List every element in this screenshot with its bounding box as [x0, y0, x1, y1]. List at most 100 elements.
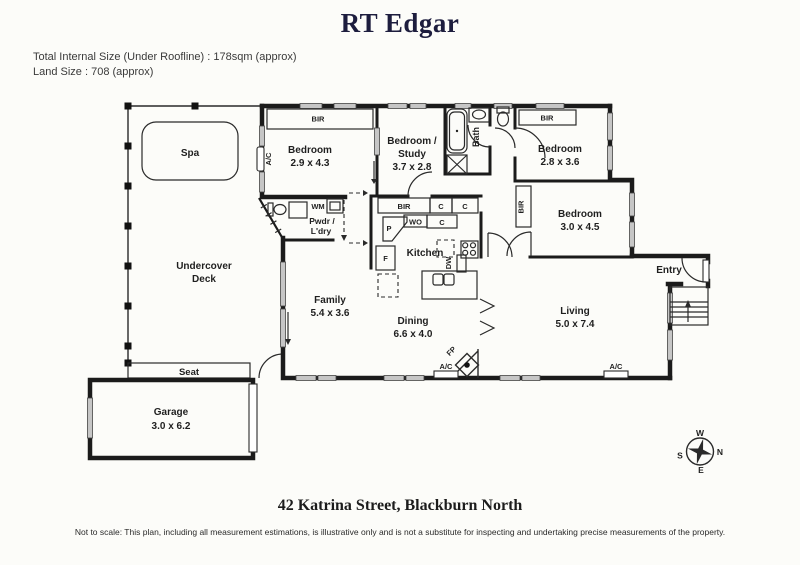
garage-window: [87, 397, 93, 439]
room-label-spa: Spa: [181, 148, 200, 159]
washing-machine-label: WM: [311, 202, 324, 211]
cupboard-label-1: C: [438, 202, 444, 211]
bir-label-bedroom1: BIR: [312, 115, 326, 124]
room-labels: Spa Undercover Deck Seat Garage 3.0 x 6.…: [152, 127, 683, 432]
room-label-bedroom3: Bedroom: [558, 209, 602, 220]
opening-break-marks: [479, 298, 496, 336]
room-dims-dining: 6.6 x 4.0: [394, 329, 433, 340]
toilet-wc: [496, 111, 510, 127]
ac-label-living: A/C: [610, 362, 624, 371]
laundry-fixtures: [267, 198, 344, 219]
room-dims-living: 5.0 x 7.4: [556, 319, 595, 330]
compass-rose: W N S E: [677, 428, 723, 475]
sink-bowl-right: [443, 273, 455, 286]
bir-label-bedroom2: BIR: [541, 114, 555, 123]
bir-bedroom1: [266, 108, 374, 130]
cupboard-label-3: C: [439, 218, 445, 227]
room-label-pwdr-2: L'dry: [311, 226, 332, 236]
bath-door-arc: [467, 124, 491, 148]
room-label-pwdr-1: Pwdr /: [309, 216, 335, 226]
cupboard-3: [426, 214, 458, 229]
room-label-living: Living: [560, 306, 589, 317]
bedroom2-door-arc: [514, 127, 546, 159]
windows: [259, 103, 673, 381]
room-label-bedroom2: Bedroom: [538, 144, 582, 155]
basin: [471, 109, 487, 120]
cupboard-label-2: C: [462, 202, 468, 211]
toilet-pwdr: [273, 203, 287, 216]
entry-door-arc: [681, 257, 707, 283]
bir-bedroom3: [515, 185, 532, 228]
bed-study-door-arc: [407, 171, 433, 197]
room-dims-bedroom2: 2.8 x 3.6: [541, 157, 580, 168]
pantry-label: P: [386, 224, 391, 233]
deck-door-arc: [258, 353, 284, 379]
wc-door-arc: [494, 127, 516, 149]
room-label-dining: Dining: [397, 316, 428, 327]
ac-label-bedroom1: A/C: [264, 152, 273, 166]
entry-stairs: [669, 286, 709, 326]
cupboard-2: [451, 197, 479, 214]
fireplace-label: FP: [445, 345, 458, 358]
room-label-bedstudy-2: Study: [398, 149, 426, 160]
compass-w: W: [696, 428, 705, 438]
bir-bedroom2: [518, 109, 577, 126]
sink-bowl-left: [432, 273, 444, 286]
fixture-labels: BIR BIR BIR BIR C C WO C P F DW A/C A/C …: [264, 114, 623, 372]
pantry: [382, 216, 408, 242]
room-label-kitchen: Kitchen: [407, 248, 444, 259]
room-label-deck-2: Deck: [192, 274, 216, 285]
robes-cupboards: [266, 108, 577, 271]
compass-e: E: [698, 465, 704, 475]
toilet-tank-wc: [496, 106, 510, 114]
brand-logo: RT Edgar: [340, 8, 460, 38]
shower: [446, 154, 468, 175]
washing-machine: [326, 198, 344, 214]
ac-units: [256, 146, 629, 379]
internal-size-line: Total Internal Size (Under Roofline) : 1…: [33, 51, 297, 63]
ac-unit-bedroom1: [256, 146, 265, 172]
room-label-entry: Entry: [656, 265, 682, 276]
room-dims-garage: 3.0 x 6.2: [152, 421, 191, 432]
room-label-garage: Garage: [154, 407, 189, 418]
compass-needle: [687, 438, 713, 465]
fridge: [375, 245, 396, 271]
bathtub: [446, 108, 468, 154]
flow-arrows: [285, 161, 377, 345]
wall-oven-label: WO: [409, 218, 422, 227]
room-label-deck-1: Undercover: [176, 261, 232, 272]
room-label-family: Family: [314, 295, 346, 306]
doors: [407, 124, 710, 283]
garage-door: [248, 383, 258, 453]
dishwasher: [456, 254, 467, 273]
ac-unit-living: [603, 370, 629, 379]
cavity-slider: [374, 127, 380, 156]
compass-s: S: [677, 451, 683, 461]
skylight-kitchen: [436, 239, 455, 258]
bir-label-bedroom3: BIR: [517, 200, 526, 214]
size-info: Total Internal Size (Under Roofline) : 1…: [33, 50, 297, 80]
angled-hatched-wall: [258, 197, 284, 240]
disclaimer-text: Not to scale: This plan, including all m…: [74, 527, 726, 537]
bedroom3-door-arc: [506, 231, 532, 257]
bir-label-hall: BIR: [398, 202, 412, 211]
ac-unit-dining: [433, 370, 459, 379]
island-bench: [421, 270, 478, 300]
property-address: 42 Katrina Street, Blackburn North: [277, 497, 523, 514]
vanity: [468, 107, 490, 123]
hall-door-arc: [487, 232, 513, 258]
room-label-bedstudy-1: Bedroom /: [387, 136, 437, 147]
room-label-seat: Seat: [179, 367, 200, 378]
room-label-bedroom1: Bedroom: [288, 145, 332, 156]
compass-n: N: [717, 447, 723, 457]
sliding-door-track: [280, 308, 286, 348]
ac-label-dining: A/C: [440, 362, 454, 371]
land-size-line: Land Size : 708 (approx): [33, 66, 154, 78]
cooktop: [460, 240, 479, 259]
entry-door-leaf: [702, 259, 710, 283]
room-label-bath: Bath: [471, 127, 481, 147]
room-dims-family: 5.4 x 3.6: [311, 308, 350, 319]
fridge-label: F: [383, 254, 388, 263]
